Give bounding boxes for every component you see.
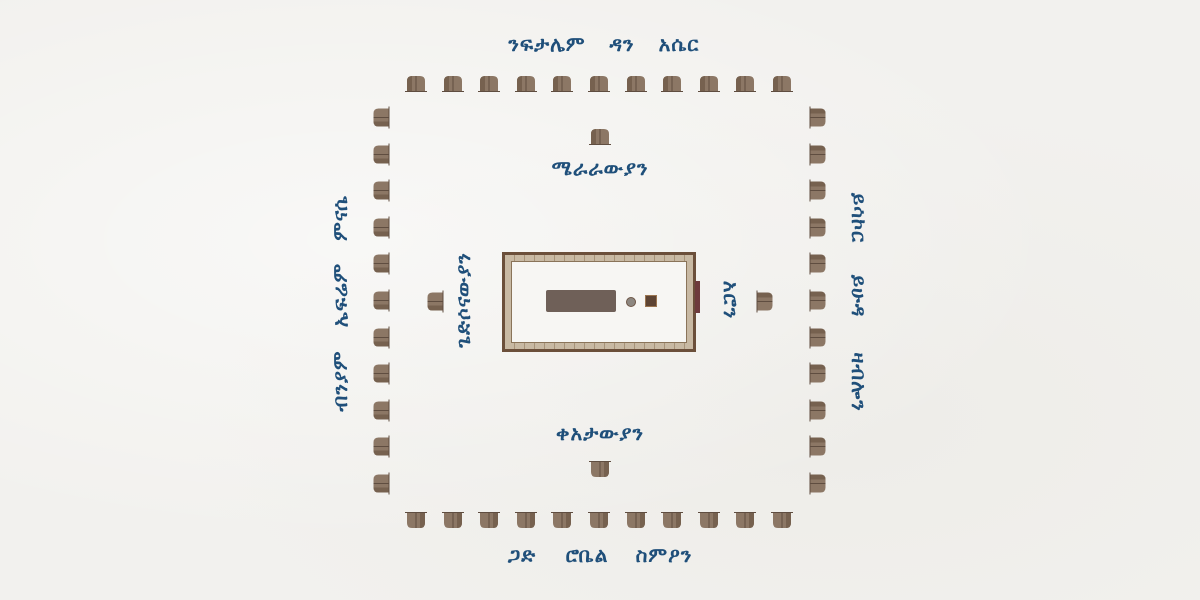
tent-icon bbox=[809, 106, 827, 129]
clan-label-merarites: ሜራራውያን bbox=[551, 156, 649, 180]
tent-icon bbox=[734, 512, 757, 529]
tribe-label-benjamin: ብንያም bbox=[328, 350, 352, 412]
tent-icon bbox=[624, 75, 647, 92]
tent-icon bbox=[661, 75, 684, 92]
tent-icon bbox=[809, 252, 827, 275]
tent-icon bbox=[478, 75, 501, 92]
tent-icon bbox=[661, 512, 684, 529]
tent-icon bbox=[405, 75, 427, 92]
tent-icon bbox=[809, 179, 827, 202]
tent-icon bbox=[809, 143, 827, 166]
tribe-label-simeon: ስምዖን bbox=[635, 543, 693, 567]
tent-icon bbox=[697, 512, 720, 529]
tent-icon bbox=[809, 326, 827, 349]
clan-label-kohathites: ቀአታውያን bbox=[556, 421, 644, 445]
tribe-label-judah: ይሁዳ bbox=[847, 274, 871, 318]
tent-icon bbox=[809, 289, 827, 312]
tent-icon bbox=[373, 179, 390, 202]
tent-icon bbox=[514, 75, 537, 92]
tent-icon bbox=[551, 75, 574, 92]
tent-icon bbox=[809, 435, 827, 458]
tent-icon bbox=[588, 512, 610, 529]
tent-icon bbox=[373, 399, 390, 422]
tent-icon bbox=[373, 143, 390, 166]
tent-icon bbox=[734, 75, 757, 92]
tent-icon bbox=[809, 362, 827, 385]
tent-icon bbox=[373, 362, 390, 385]
sanctuary-tent bbox=[546, 290, 616, 312]
tent-icon bbox=[514, 512, 537, 529]
tent-icon-gershonites bbox=[427, 290, 444, 313]
tent-icon bbox=[551, 512, 574, 529]
tribe-label-asher: አሴር bbox=[658, 32, 700, 56]
tabernacle-court-wall bbox=[505, 255, 700, 349]
tent-icon-kohathites bbox=[589, 461, 611, 478]
tent-icon bbox=[373, 106, 390, 129]
tent-icon-aaron bbox=[756, 290, 774, 313]
tent-icon bbox=[373, 216, 390, 239]
tribe-label-gad: ጋድ bbox=[507, 543, 537, 567]
altar-icon bbox=[645, 295, 657, 307]
tribe-label-naphtali: ንፍታሌም bbox=[508, 32, 586, 56]
tent-icon bbox=[373, 252, 390, 275]
tent-icon-merarites bbox=[589, 128, 611, 145]
tent-icon bbox=[697, 75, 720, 92]
tribe-label-manasseh: ምናሴ bbox=[328, 195, 352, 241]
tribe-label-dan: ዳን bbox=[609, 32, 635, 56]
tribe-label-ephraim: ኤፍሬም bbox=[328, 262, 352, 328]
tabernacle-court bbox=[511, 261, 687, 343]
tribe-label-issachar: ይሳኮር bbox=[847, 192, 871, 244]
tent-icon bbox=[588, 75, 610, 92]
tent-icon bbox=[405, 512, 427, 529]
tent-icon bbox=[809, 472, 827, 495]
tent-icon bbox=[373, 435, 390, 458]
clan-label-gershonites: ጌድሶናውያን bbox=[451, 252, 475, 348]
tent-icon bbox=[809, 216, 827, 239]
tent-icon bbox=[373, 326, 390, 349]
tent-icon bbox=[771, 75, 793, 92]
tent-icon bbox=[478, 512, 501, 529]
tabernacle-entrance bbox=[695, 281, 700, 313]
clan-label-aaron: አሮን bbox=[719, 280, 743, 320]
laver-icon bbox=[626, 297, 636, 307]
tent-icon bbox=[809, 399, 827, 422]
tabernacle bbox=[502, 252, 700, 352]
tent-icon bbox=[771, 512, 793, 529]
tent-icon bbox=[441, 512, 464, 529]
tent-icon bbox=[441, 75, 464, 92]
tribe-label-zebulun: ዛብሎን bbox=[847, 352, 871, 412]
tent-icon bbox=[624, 512, 647, 529]
tent-icon bbox=[373, 289, 390, 312]
tribe-label-reuben: ሮቤል bbox=[565, 543, 609, 567]
tent-icon bbox=[373, 472, 390, 495]
